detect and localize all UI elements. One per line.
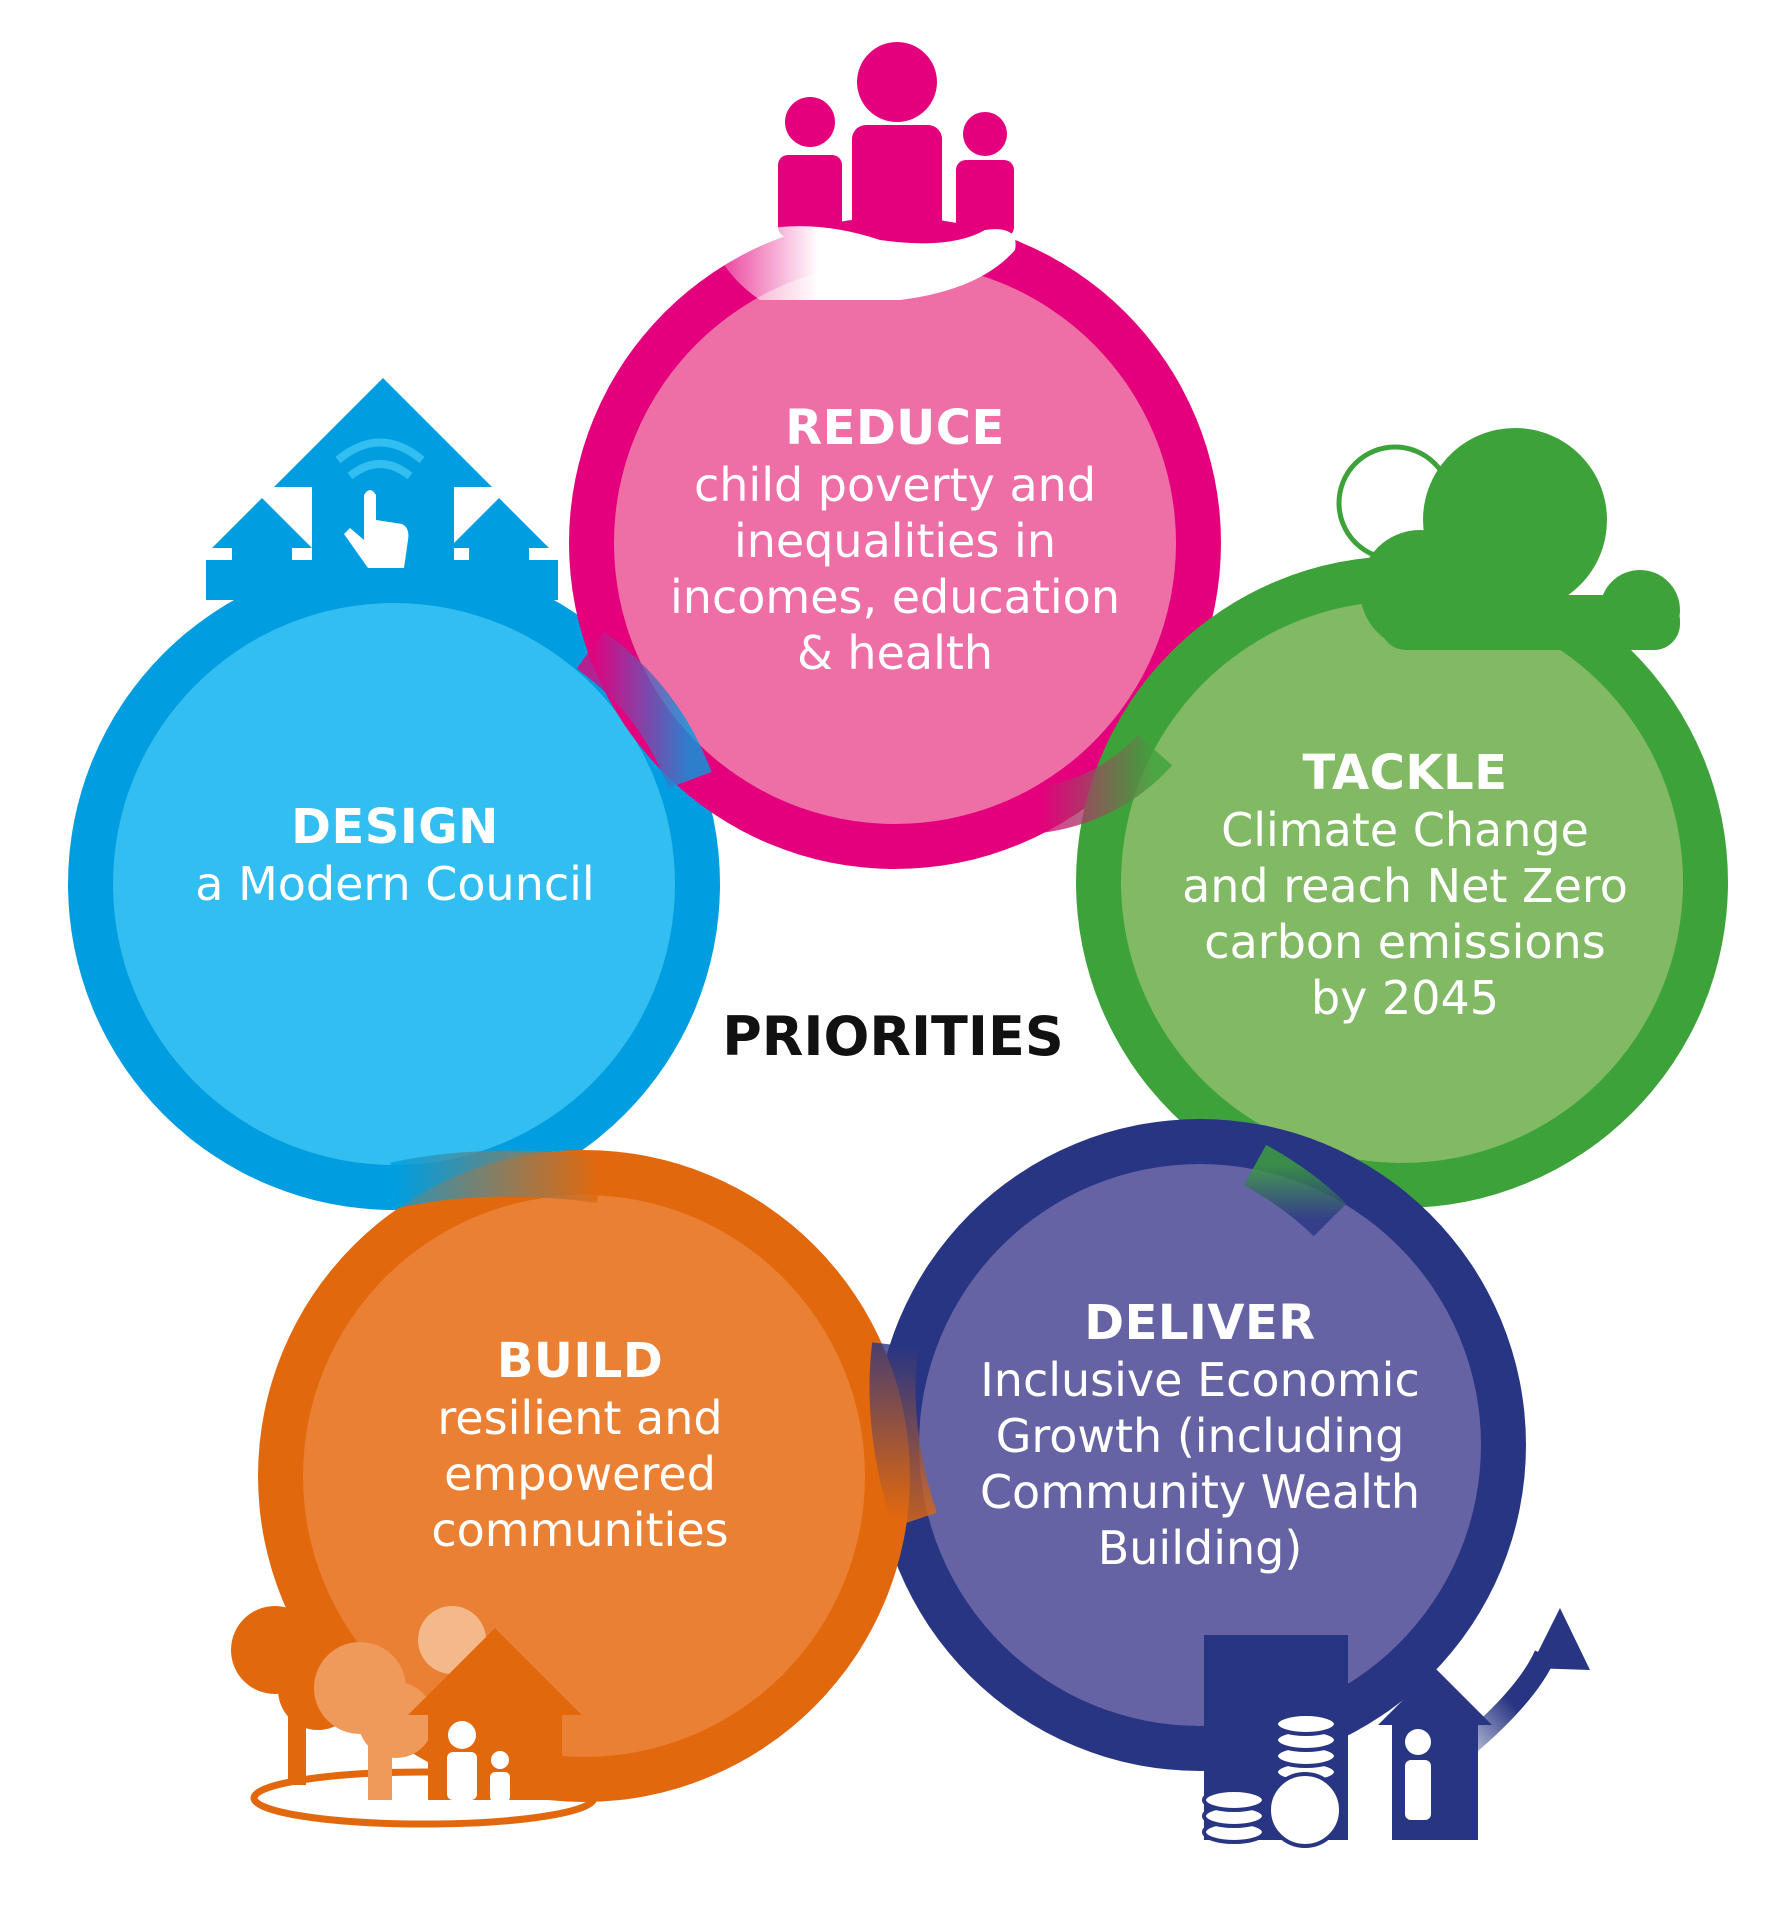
deliver-line-4: Building) bbox=[1097, 1521, 1303, 1576]
build-heading: BUILD bbox=[496, 1332, 664, 1389]
reduce-text: REDUCE child poverty and inequalities in… bbox=[630, 370, 1160, 710]
cloud-icon bbox=[1336, 428, 1680, 650]
build-line-2: empowered bbox=[444, 1447, 716, 1502]
coin-stack bbox=[1202, 1712, 1343, 1848]
design-circle bbox=[68, 558, 720, 1210]
reduce-circle bbox=[569, 217, 1221, 869]
deliver-heading: DELIVER bbox=[1084, 1294, 1316, 1351]
deliver-circle bbox=[874, 1119, 1526, 1771]
build-text: BUILD resilient and empowered communitie… bbox=[330, 1300, 830, 1590]
build-line-3: communities bbox=[431, 1503, 729, 1558]
touch-arrows-icon bbox=[206, 378, 558, 600]
house-trees-family-icon bbox=[231, 1606, 598, 1828]
deliver-text: DELIVER Inclusive Economic Growth (inclu… bbox=[935, 1265, 1465, 1605]
tackle-line-2: and reach Net Zero bbox=[1182, 859, 1628, 914]
build-line-1: resilient and bbox=[437, 1391, 723, 1446]
people-in-hand-icon bbox=[712, 42, 1016, 300]
coins-house-icon bbox=[1202, 1608, 1590, 1848]
reduce-line-1: child poverty and bbox=[693, 458, 1097, 513]
reduce-heading: REDUCE bbox=[785, 399, 1005, 456]
reduce-line-2: inequalities in bbox=[734, 514, 1056, 569]
tackle-line-4: by 2045 bbox=[1310, 971, 1500, 1026]
tackle-line-1: Climate Change bbox=[1221, 803, 1589, 858]
tackle-text: TACKLE Climate Change and reach Net Zero… bbox=[1140, 715, 1670, 1055]
deliver-line-1: Inclusive Economic bbox=[980, 1353, 1420, 1408]
reduce-line-3: incomes, education bbox=[670, 570, 1120, 625]
center-title: PRIORITIES bbox=[722, 1005, 1064, 1068]
design-heading: DESIGN bbox=[291, 798, 499, 855]
design-text: DESIGN a Modern Council bbox=[145, 790, 645, 920]
ring-links bbox=[390, 631, 1347, 1528]
deliver-line-3: Community Wealth bbox=[979, 1465, 1421, 1520]
reduce-line-4: & health bbox=[796, 626, 994, 681]
design-line-1: a Modern Council bbox=[195, 857, 595, 912]
tackle-circle bbox=[1076, 556, 1728, 1208]
tackle-line-3: carbon emissions bbox=[1204, 915, 1606, 970]
tackle-heading: TACKLE bbox=[1302, 744, 1508, 801]
deliver-line-2: Growth (including bbox=[995, 1409, 1405, 1464]
